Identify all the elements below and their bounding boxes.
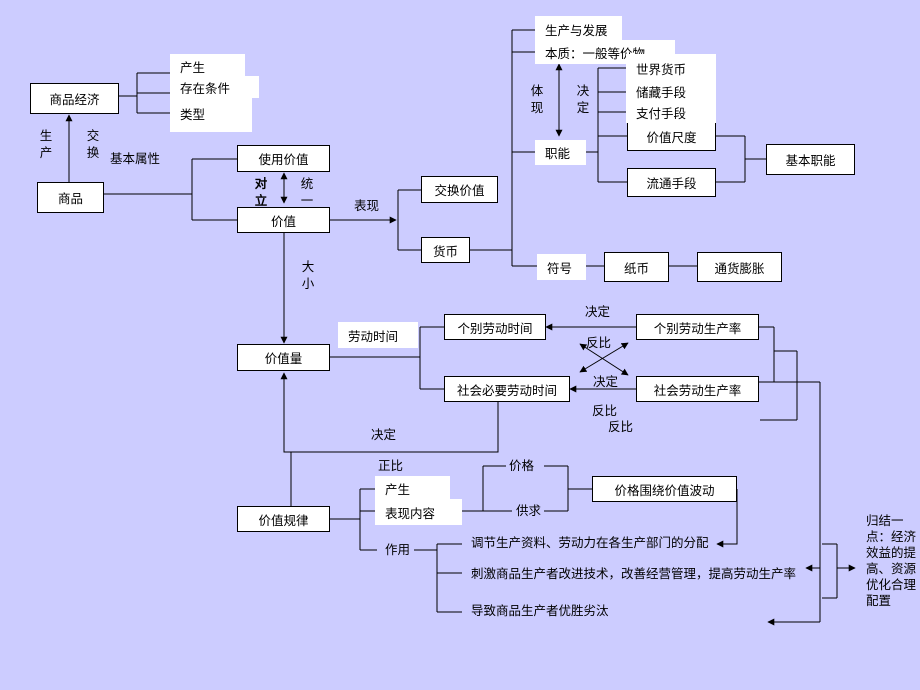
- individual-productivity-box: 个别劳动生产率: [636, 314, 759, 340]
- conclusion-text: 归结一点：经济效益的提高、资源优化合理配置: [866, 513, 917, 608]
- unity-label: 统一: [300, 176, 314, 208]
- inverse-3-label: 反比: [608, 419, 634, 434]
- exchange-value-box: 交换价值: [421, 176, 498, 203]
- exchange-label: 交换: [86, 128, 100, 160]
- opposition-label: 对立: [254, 176, 268, 208]
- determine-1-label: 决定: [585, 304, 611, 319]
- determine-2-label: 决定: [593, 374, 619, 389]
- use-value-box: 使用价值: [237, 145, 330, 172]
- types-label: 类型: [170, 94, 252, 132]
- individual-labor-time-box: 个别劳动时间: [444, 314, 546, 340]
- determine-3-label: 决定: [371, 427, 397, 442]
- manifestation-label: 表现: [354, 198, 380, 213]
- social-labor-time-box: 社会必要劳动时间: [444, 376, 570, 402]
- value-law-box: 价值规律: [237, 506, 330, 532]
- price-label: 价格: [509, 458, 535, 473]
- supply-demand-label: 供求: [516, 503, 542, 518]
- paper-money-box: 纸币: [604, 252, 669, 282]
- price-fluctuation-box: 价格围绕价值波动: [592, 476, 737, 502]
- effect-label: 作用: [385, 542, 411, 557]
- effect-3-text: 导致商品生产者优胜劣汰: [471, 603, 609, 618]
- value-quantity-box: 价值量: [237, 344, 330, 371]
- direct-ratio-label: 正比: [378, 458, 404, 473]
- payment-label: 支付手段: [626, 101, 716, 123]
- value-measure-box: 价值尺度: [627, 122, 716, 151]
- law-emergence-label: 产生: [375, 476, 450, 500]
- social-productivity-box: 社会劳动生产率: [636, 376, 759, 402]
- commodity-economy-box: 商品经济: [30, 83, 119, 114]
- function-label-box: 职能: [535, 140, 586, 165]
- storage-label: 储藏手段: [626, 80, 716, 102]
- inflation-box: 通货膨胀: [697, 252, 782, 282]
- value-box: 价值: [237, 207, 330, 233]
- production-label: 生产: [39, 128, 53, 160]
- emergence-label: 产生: [170, 54, 245, 78]
- inverse-1-label: 反比: [586, 335, 612, 350]
- existence-conditions-label: 存在条件: [170, 76, 259, 98]
- magnitude-label: 大小: [301, 259, 315, 291]
- basic-attributes-label: 基本属性: [110, 151, 161, 166]
- effect-2-text: 刺激商品生产者改进技术，改善经营管理，提高劳动生产率: [471, 566, 797, 581]
- world-currency-label: 世界货币: [626, 54, 716, 82]
- inverse-2-label: 反比: [592, 403, 618, 418]
- labor-time-label: 劳动时间: [338, 322, 418, 348]
- symbol-label-box: 符号: [537, 254, 586, 280]
- determine-top-label: 决定: [576, 83, 590, 115]
- production-development-label: 生产与发展: [535, 16, 622, 42]
- effect-1-text: 调节生产资料、劳动力在各生产部门的分配: [471, 535, 709, 550]
- circulation-box: 流通手段: [627, 168, 716, 197]
- commodity-box: 商品: [37, 182, 104, 213]
- embody-label: 体现: [530, 83, 544, 115]
- currency-box: 货币: [421, 237, 470, 263]
- law-content-label: 表现内容: [375, 499, 462, 525]
- basic-functions-box: 基本职能: [766, 144, 855, 175]
